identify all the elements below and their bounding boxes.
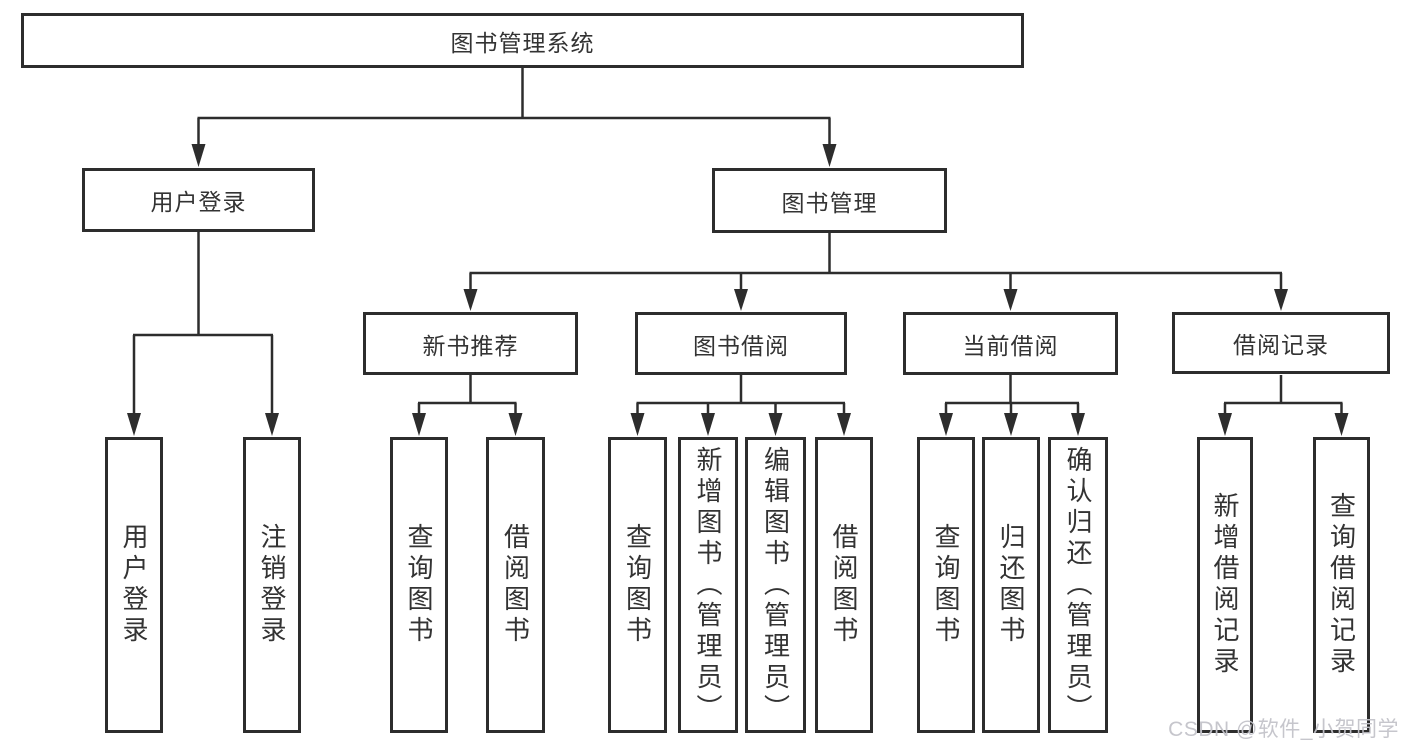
leaf-borrow-books-recommend-label: 借阅图书 <box>500 523 531 647</box>
leaf-borrow-books: 借阅图书 <box>815 437 873 733</box>
leaf-confirm-return-admin: 确认归还（管理员） <box>1048 437 1108 733</box>
leaf-add-book-admin-label: 新增图书（管理员） <box>693 445 723 725</box>
node-library-system: 图书管理系统 <box>21 13 1024 68</box>
leaf-logout-label: 注销登录 <box>257 523 287 647</box>
node-current-borrowing: 当前借阅 <box>903 312 1118 375</box>
node-new-book-recommend: 新书推荐 <box>363 312 578 375</box>
leaf-query-books-current-label: 查询图书 <box>931 523 961 647</box>
leaf-add-borrow-record-label: 新增借阅记录 <box>1210 492 1240 678</box>
leaf-query-borrow-record-label: 查询借阅记录 <box>1326 492 1357 678</box>
node-library-system-label: 图书管理系统 <box>450 29 595 56</box>
node-book-borrowing: 图书借阅 <box>635 312 847 375</box>
node-current-borrowing-label: 当前借阅 <box>962 332 1059 359</box>
leaf-user-login: 用户登录 <box>105 437 163 733</box>
leaf-query-books-current: 查询图书 <box>917 437 975 733</box>
node-user-login-label: 用户登录 <box>150 189 247 215</box>
leaf-edit-book-admin: 编辑图书（管理员） <box>745 437 806 733</box>
node-borrowing-records: 借阅记录 <box>1172 312 1390 374</box>
node-borrowing-records-label: 借阅记录 <box>1233 332 1329 358</box>
leaf-confirm-return-admin-label: 确认归还（管理员） <box>1063 445 1093 725</box>
leaf-logout: 注销登录 <box>243 437 301 733</box>
leaf-user-login-label: 用户登录 <box>119 523 149 647</box>
leaf-query-borrow-record: 查询借阅记录 <box>1313 437 1370 733</box>
leaf-return-books: 归还图书 <box>982 437 1040 733</box>
leaf-borrow-books-label: 借阅图书 <box>829 523 859 647</box>
node-user-login: 用户登录 <box>82 168 315 232</box>
leaf-query-books-borrowing: 查询图书 <box>608 437 667 733</box>
leaf-edit-book-admin-label: 编辑图书（管理员） <box>760 445 791 725</box>
leaf-borrow-books-recommend: 借阅图书 <box>486 437 545 733</box>
node-new-book-recommend-label: 新书推荐 <box>422 332 519 359</box>
leaf-return-books-label: 归还图书 <box>996 523 1026 647</box>
leaf-add-book-admin: 新增图书（管理员） <box>678 437 738 733</box>
leaf-query-books-recommend: 查询图书 <box>390 437 448 733</box>
csdn-watermark: CSDN @软件_小贺同学 <box>1168 718 1399 741</box>
leaf-add-borrow-record: 新增借阅记录 <box>1197 437 1253 733</box>
leaf-query-books-borrowing-label: 查询图书 <box>622 523 653 647</box>
node-book-management-label: 图书管理 <box>781 189 878 216</box>
node-book-management: 图书管理 <box>712 168 947 233</box>
leaf-query-books-recommend-label: 查询图书 <box>404 523 434 647</box>
node-book-borrowing-label: 图书借阅 <box>693 332 789 359</box>
